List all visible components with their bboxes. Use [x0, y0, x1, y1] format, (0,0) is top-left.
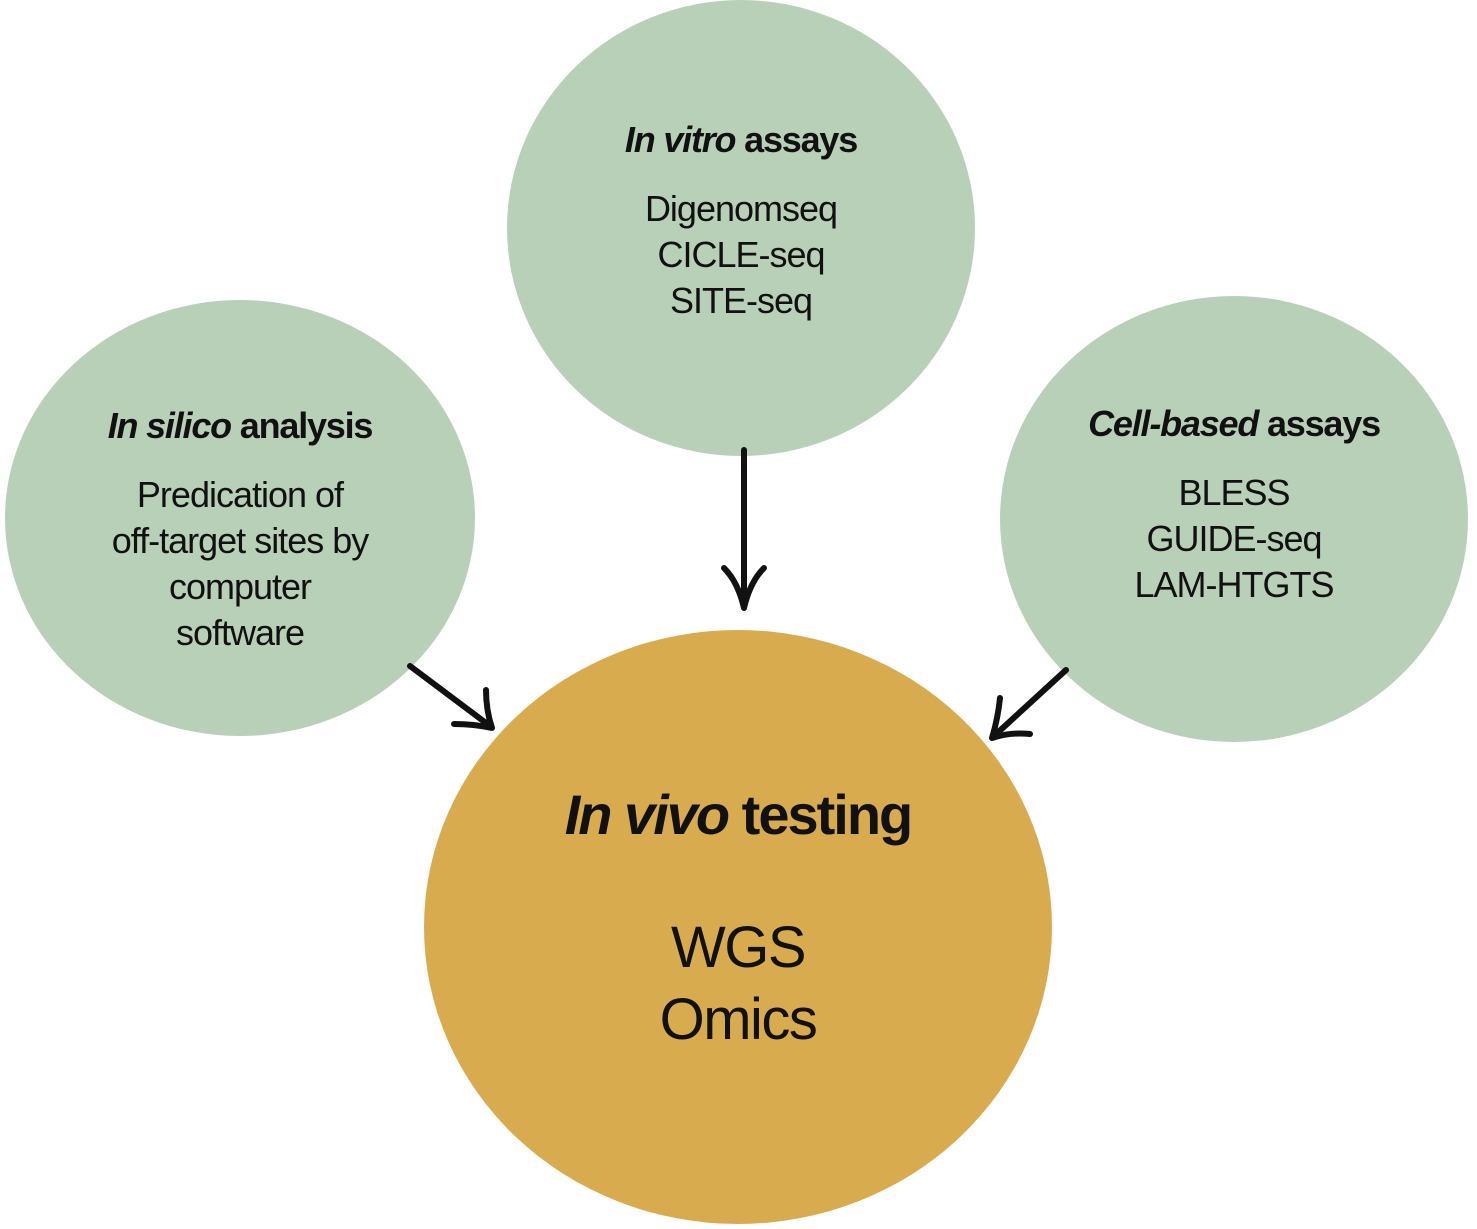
node-in-silico-title: In silico analysis: [107, 404, 374, 448]
arrow-in-vitro-to-in-vivo: [721, 447, 767, 611]
node-in-vivo-item: Omics: [659, 987, 818, 1052]
node-in-vivo-title: In vivo testing: [564, 780, 914, 850]
node-cell-based-item: GUIDE-seq: [1146, 518, 1322, 559]
node-in-vitro-title: In vitro assays: [624, 118, 858, 162]
node-in-silico-item: computer: [168, 566, 312, 607]
node-in-vitro-item: SITE-seq: [669, 280, 813, 321]
node-cell-based-assays: Cell-based assays BLESS GUIDE-seq LAM-HT…: [1000, 296, 1468, 742]
node-cell-based-title-italic: Cell-based: [1088, 403, 1259, 444]
node-in-silico-title-rest: analysis: [230, 405, 374, 446]
node-in-vitro-items: Digenomseq CICLE-seq SITE-seq: [644, 186, 838, 324]
node-cell-based-item: BLESS: [1178, 472, 1290, 513]
node-in-vivo-title-italic: In vivo: [564, 783, 730, 846]
node-cell-based-item: LAM-HTGTS: [1134, 564, 1334, 605]
node-in-silico-analysis: In silico analysis Predication of off-ta…: [5, 300, 475, 736]
arrow-cell-based-to-in-vivo: [989, 667, 1069, 741]
node-cell-based-items: BLESS GUIDE-seq LAM-HTGTS: [1134, 470, 1334, 608]
node-in-vitro-item: Digenomseq: [644, 188, 838, 229]
node-in-vivo-items: WGS Omics: [659, 912, 818, 1056]
node-in-silico-item: Predication of: [136, 474, 344, 515]
node-in-silico-item: software: [175, 612, 305, 653]
node-in-silico-title-italic: In silico: [107, 405, 232, 446]
arrow-in-silico-to-in-vivo: [407, 663, 495, 731]
node-in-silico-items: Predication of off-target sites by compu…: [111, 472, 369, 656]
node-in-vitro-assays: In vitro assays Digenomseq CICLE-seq SIT…: [507, 0, 975, 456]
node-cell-based-title-rest: assays: [1258, 403, 1381, 444]
node-in-vivo-title-rest: testing: [728, 783, 914, 846]
node-in-vivo-item: WGS: [670, 915, 807, 980]
node-in-vitro-item: CICLE-seq: [657, 234, 825, 275]
node-in-vivo-testing: In vivo testing WGS Omics: [424, 630, 1052, 1224]
node-in-silico-item: off-target sites by: [111, 520, 369, 561]
node-cell-based-title: Cell-based assays: [1088, 402, 1381, 446]
node-in-vitro-title-italic: In vitro: [624, 119, 737, 160]
node-in-vitro-title-rest: assays: [735, 119, 858, 160]
